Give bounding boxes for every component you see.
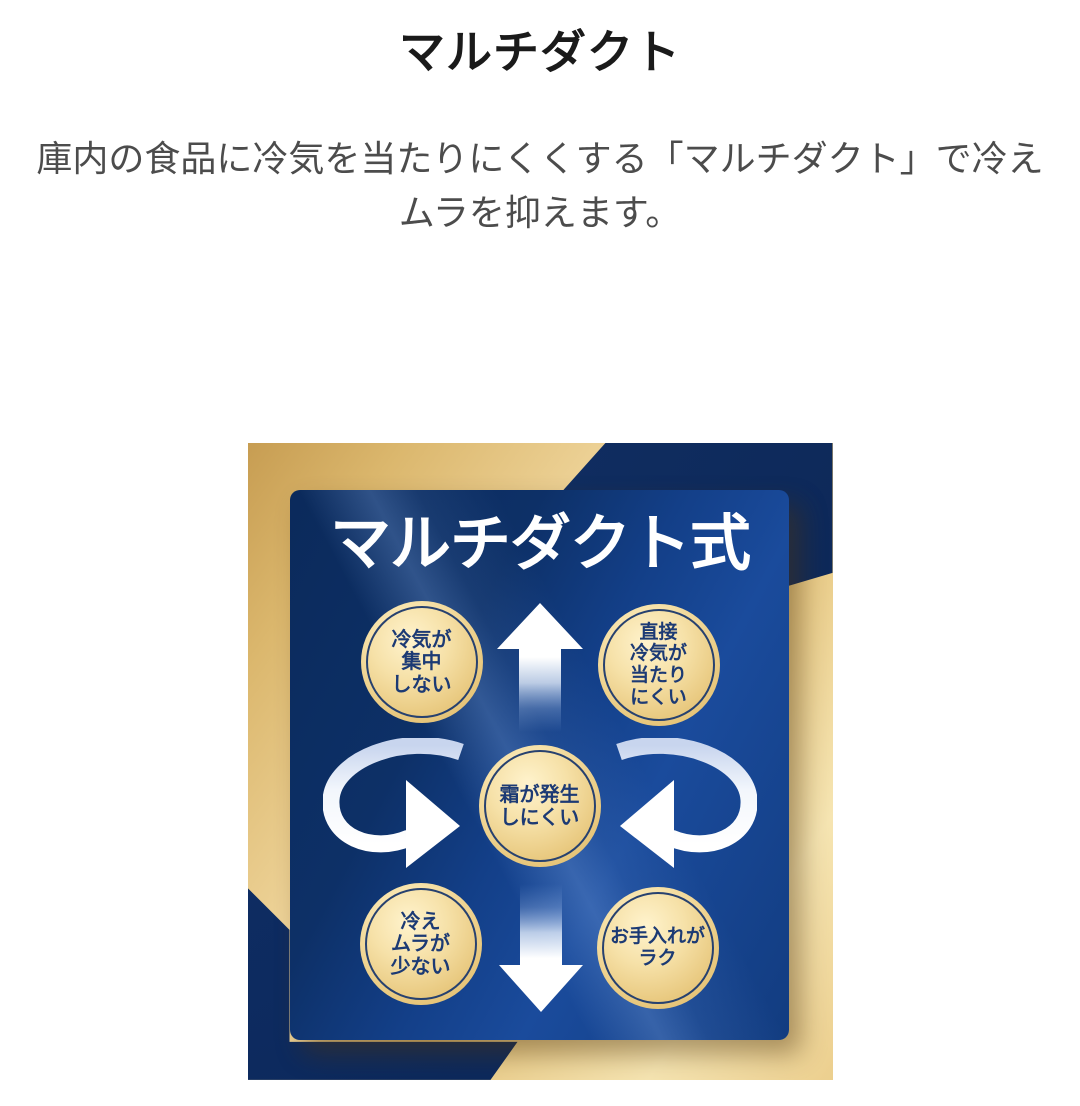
- page-description: 庫内の食品に冷気を当たりにくくする「マルチダクト」で冷え ムラを抑えます。: [5, 133, 1075, 241]
- benefit-text: 冷気が 集中 しない: [391, 626, 452, 697]
- benefit-text: 霜が発生 しにくい: [499, 782, 580, 829]
- feature-graphic: マルチダクト式: [247, 442, 833, 1080]
- product-feature-page: マルチダクト 庫内の食品に冷気を当たりにくくする「マルチダクト」で冷え ムラを抑…: [0, 26, 1080, 1106]
- benefit-circle-center: 霜が発生 しにくい: [478, 744, 601, 867]
- benefit-circle-bottom-left: 冷え ムラが 少ない: [359, 882, 482, 1005]
- arrow-up-icon: [496, 602, 583, 732]
- benefit-text: 冷え ムラが 少ない: [390, 908, 451, 979]
- curved-arrow-left-icon: [322, 737, 464, 868]
- arrow-down-icon: [498, 883, 583, 1012]
- page-title: マルチダクト: [399, 25, 681, 79]
- curved-arrow-right-icon: [615, 737, 757, 868]
- benefit-text: お手入れが ラク: [609, 925, 705, 969]
- panel-title: マルチダクト式: [329, 507, 751, 579]
- benefit-text: 直接 冷気が 当たり にくい: [629, 620, 687, 708]
- description-line: 庫内の食品に冷気を当たりにくくする「マルチダクト」で冷え: [36, 138, 1044, 180]
- benefit-circle-top-left: 冷気が 集中 しない: [360, 600, 483, 723]
- benefit-circle-bottom-right: お手入れが ラク: [596, 886, 719, 1009]
- benefit-circle-top-right: 直接 冷気が 当たり にくい: [597, 603, 720, 726]
- description-line: ムラを抑えます。: [398, 192, 682, 234]
